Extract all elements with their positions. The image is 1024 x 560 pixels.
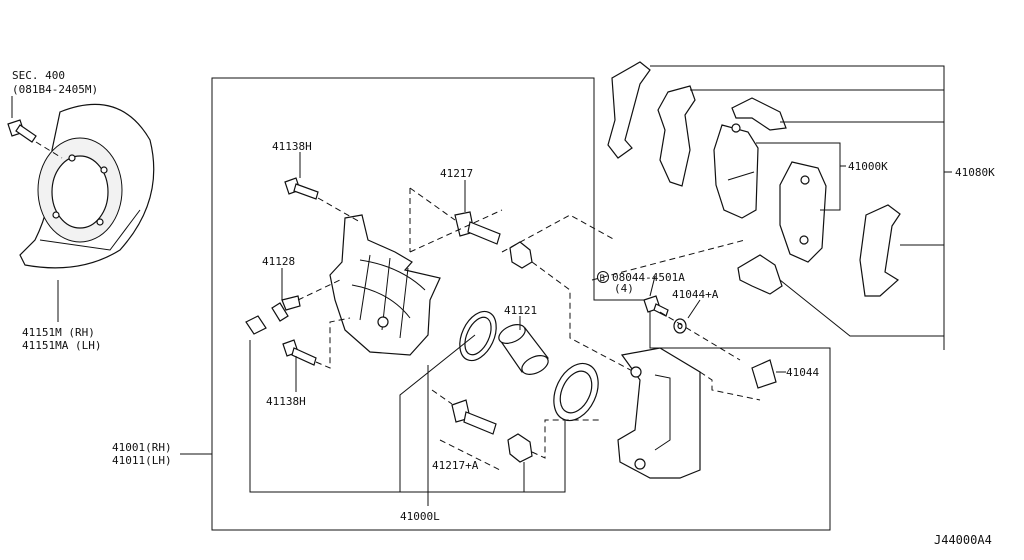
bolt-41138h-top-drawing — [284, 177, 319, 200]
label-41151m: 41151M (RH) — [22, 326, 95, 339]
label-41001: 41001(RH) — [112, 441, 172, 454]
label-bolt-prefix: B — [600, 274, 605, 284]
label-41138h-top: 41138H — [272, 140, 312, 153]
caliper-assembly-frame — [211, 77, 831, 531]
piston-boot-drawing — [553, 362, 599, 422]
pin-boot-lower-drawing — [507, 433, 533, 463]
brake-pad-outer-drawing — [779, 161, 827, 263]
label-41217a: 41217+A — [432, 459, 479, 472]
label-41011: 41011(LH) — [112, 454, 172, 467]
anti-squeal-clip-drawing — [737, 254, 783, 295]
piston-seal-drawing — [459, 310, 497, 362]
label-41044: 41044 — [786, 366, 819, 379]
shim-outer-1-drawing — [607, 61, 651, 159]
label-sec400: SEC. 400 — [12, 69, 65, 82]
label-41000k: 41000K — [848, 160, 888, 173]
label-08044: 08044-4501A — [612, 271, 685, 284]
brake-pad-inner-drawing — [713, 123, 759, 219]
label-41044a: 41044+A — [672, 288, 719, 301]
clip-41044-drawing — [751, 359, 777, 389]
label-41151ma: 41151MA (LH) — [22, 339, 101, 352]
shim-outer-3-drawing — [859, 204, 901, 297]
label-sec400-code: (081B4-2405M) — [12, 83, 98, 96]
label-41138h-bottom: 41138H — [266, 395, 306, 408]
diagram-code: J44000A4 — [934, 533, 992, 547]
caliper-body-drawing — [329, 214, 441, 356]
bolt-41138h-bottom-drawing — [282, 339, 317, 366]
bleeder-cap-drawing — [245, 315, 267, 335]
piston-drawing — [498, 324, 549, 375]
guide-pin-41217-drawing — [454, 211, 501, 245]
shim-outer-2-drawing — [657, 85, 696, 187]
label-41080k: 41080K — [955, 166, 995, 179]
dust-shield-drawing — [19, 103, 155, 269]
washer-41044a-drawing — [673, 318, 687, 334]
torque-member-drawing — [617, 347, 701, 479]
sec400-bolt-drawing — [7, 119, 37, 143]
bolt-marker-circle — [597, 271, 609, 283]
label-41121: 41121 — [504, 304, 537, 317]
label-08044-qty: (4) — [614, 282, 634, 295]
guide-pin-41217a-drawing — [451, 399, 497, 435]
pad-clip-drawing — [731, 97, 787, 131]
bolt-08044-drawing — [643, 295, 669, 317]
bleeder-41128-drawing — [271, 295, 301, 322]
label-41000l: 41000L — [400, 510, 440, 523]
label-41128: 41128 — [262, 255, 295, 268]
label-41217: 41217 — [440, 167, 473, 180]
